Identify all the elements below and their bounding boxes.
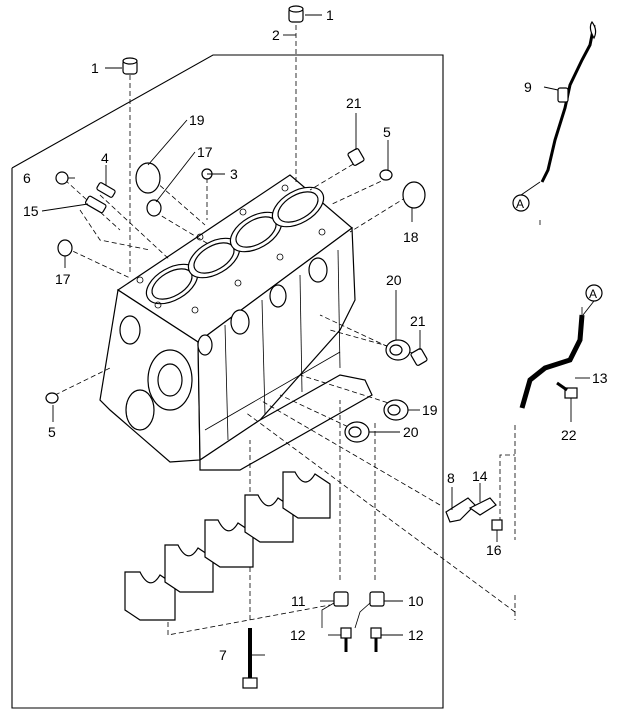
callout-10: 10 (408, 593, 424, 609)
callout-labels: 1 1 2 3 4 5 5 6 7 8 9 10 11 12 12 13 14 … (23, 7, 608, 663)
callout-19-right: 19 (422, 402, 438, 418)
dipstick-assembly (445, 20, 603, 531)
callout-20-upper: 20 (386, 272, 402, 288)
callout-12-left: 12 (290, 627, 306, 643)
callout-17-left: 17 (55, 271, 71, 287)
callout-4: 4 (101, 150, 109, 166)
assembly-lines (54, 25, 541, 636)
callout-9: 9 (524, 79, 532, 95)
leader-lines (41, 14, 590, 656)
callout-19-top: 19 (189, 112, 205, 128)
callout-16: 16 (486, 542, 502, 558)
callout-17-top: 17 (197, 144, 213, 160)
callout-1-left: 1 (91, 60, 99, 76)
small-parts (45, 5, 428, 443)
fasteners (242, 591, 385, 689)
reference-a-guide-tube: A (589, 287, 597, 301)
callout-2: 2 (272, 27, 280, 43)
callout-21-top: 21 (346, 95, 362, 111)
reference-a-dipstick: A (516, 197, 524, 211)
callout-18: 18 (403, 229, 419, 245)
callout-13: 13 (592, 370, 608, 386)
callout-5-top: 5 (383, 124, 391, 140)
callout-15: 15 (23, 203, 39, 219)
callout-20-lower: 20 (403, 424, 419, 440)
callout-7: 7 (219, 647, 227, 663)
callout-12-right: 12 (408, 627, 424, 643)
callout-1-top: 1 (326, 7, 334, 23)
assembly-frame (11, 54, 444, 709)
callout-3: 3 (230, 166, 238, 182)
callout-11: 11 (291, 593, 306, 609)
callout-5-left: 5 (48, 424, 56, 440)
callout-21-lower: 21 (410, 313, 426, 329)
cylinder-block (99, 174, 373, 471)
main-bearing-caps (124, 471, 331, 621)
callout-6: 6 (23, 170, 31, 186)
callout-14: 14 (472, 468, 488, 484)
callout-8: 8 (447, 470, 455, 486)
callout-22: 22 (561, 427, 577, 443)
